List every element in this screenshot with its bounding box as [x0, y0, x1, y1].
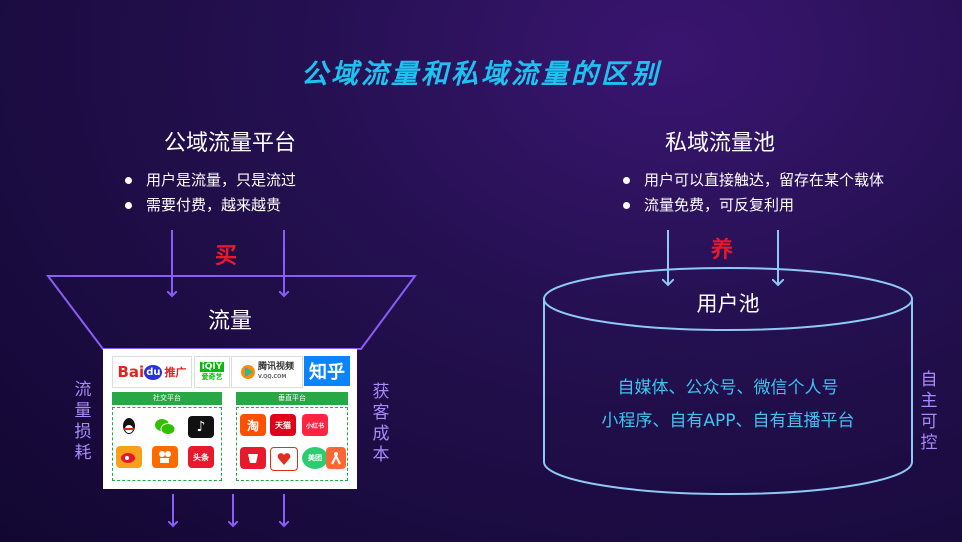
acquisition-cost-label: 获客成本 [372, 382, 390, 465]
platform-logo-panel: Bai du 推广 iQIY 爱奇艺 腾讯视频 V.QQ.COM 知乎 社交平台… [103, 349, 357, 489]
private-bullet-list: 用户可以直接触达，留存在某个载体 流量免费，可反复利用 [623, 168, 884, 218]
traffic-loss-label: 流量损耗 [74, 380, 92, 463]
tencent-text: 腾讯视频 [257, 362, 294, 372]
tmall-icon: 天猫 [270, 414, 296, 436]
bullet-dot-icon [623, 177, 630, 184]
taobao-icon: 淘 [240, 414, 266, 436]
tencent-video-logo: 腾讯视频 V.QQ.COM [231, 356, 303, 388]
bullet-dot-icon [125, 202, 132, 209]
douyin-icon: ♪ [188, 416, 214, 438]
iqiyi-text: iQIY [199, 362, 225, 372]
bullet-text: 需要付费，越来越贵 [146, 196, 282, 214]
bullet-item: 流量免费，可反复利用 [623, 193, 884, 218]
vertical-platform-label: 垂直平台 [236, 392, 348, 405]
baidu-logo: Bai du 推广 [112, 356, 192, 388]
bullet-dot-icon [623, 202, 630, 209]
bullet-item: 用户可以直接触达，留存在某个载体 [623, 168, 884, 193]
baidu-text: Bai [117, 363, 145, 381]
pinduoduo-icon [270, 447, 298, 471]
qq-icon [116, 416, 142, 438]
dianping-icon [326, 447, 346, 469]
user-pool-label: 用户池 [696, 292, 760, 316]
bullet-text: 流量免费，可反复利用 [644, 196, 795, 214]
user-pool-cylinder [543, 299, 913, 495]
baidu-promo-text: 推广 [164, 366, 187, 379]
public-traffic-heading: 公域流量平台 [163, 131, 296, 156]
public-bullet-list: 用户是流量，只是流过 需要付费，越来越贵 [125, 168, 296, 218]
funnel-label: 流量 [207, 309, 252, 334]
meituan-waimai-icon [240, 447, 266, 469]
iqiyi-sub: 爱奇艺 [201, 373, 223, 381]
meituan-icon: 美团 [302, 447, 328, 469]
bullet-text: 用户可以直接触达，留存在某个载体 [644, 171, 885, 189]
vertical-apps-box [236, 407, 348, 481]
zhihu-logo: 知乎 [304, 356, 350, 386]
user-pool-top [543, 267, 913, 331]
funnel-shape [45, 275, 417, 350]
iqiyi-logo: iQIY 爱奇艺 [194, 356, 230, 388]
tencent-sub: V.QQ.COM [257, 374, 287, 380]
kuaishou-icon [152, 446, 178, 468]
pool-channels-line1: 自媒体、公众号、微信个人号 [617, 378, 839, 398]
bullet-item: 用户是流量，只是流过 [125, 168, 296, 193]
bullet-item: 需要付费，越来越贵 [125, 193, 296, 218]
bullet-text: 用户是流量，只是流过 [146, 171, 297, 189]
social-apps-box [112, 407, 222, 481]
self-control-label: 自主可控 [920, 370, 938, 453]
page-title: 公域流量和私域流量的区别 [301, 59, 661, 90]
weibo-icon [116, 446, 142, 468]
nurture-label: 养 [711, 238, 734, 263]
private-traffic-heading: 私域流量池 [664, 131, 775, 156]
bullet-dot-icon [125, 177, 132, 184]
buy-label: 买 [215, 244, 238, 269]
social-platform-label: 社交平台 [112, 392, 222, 405]
wechat-icon [152, 416, 178, 438]
baidu-paw-icon: du [144, 364, 163, 380]
tencent-play-icon [240, 365, 255, 379]
toutiao-icon: 头条 [188, 446, 214, 468]
pool-channels-line2: 小程序、自有APP、自有直播平台 [601, 411, 855, 431]
xiaohongshu-icon: 小红书 [302, 414, 328, 436]
